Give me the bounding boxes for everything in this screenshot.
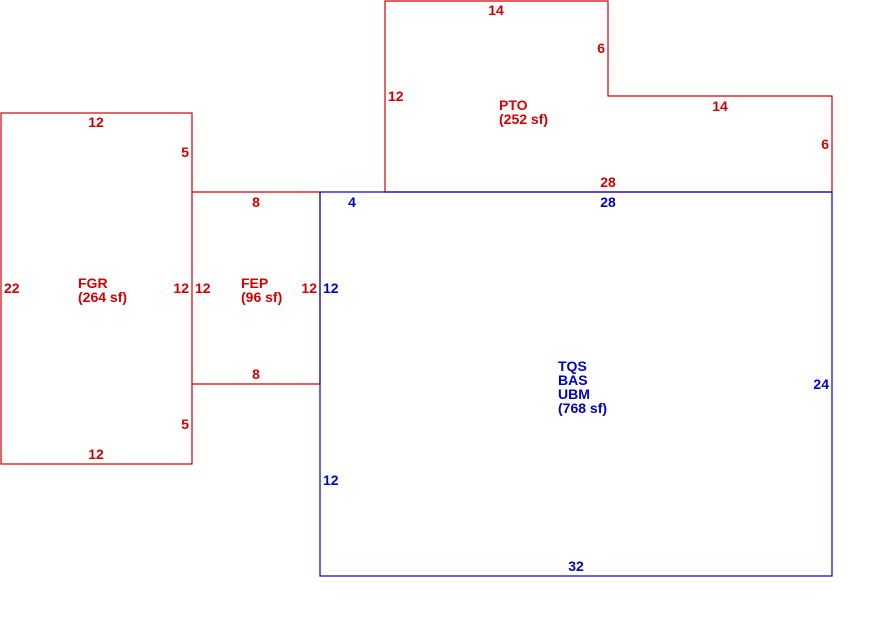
dim-fgr-right-mid: 12: [173, 280, 189, 296]
dim-main-right: 24: [813, 376, 829, 392]
fgr-outline: [0, 112, 193, 465]
fgr-code: FGR: [78, 275, 108, 291]
dim-fep-left: 12: [195, 280, 211, 296]
dim-pto-bottom: 28: [600, 174, 616, 190]
main-code-tqs: TQS: [558, 358, 587, 374]
main-outline: [319, 191, 833, 577]
dim-main-bottom: 32: [568, 558, 584, 574]
dim-main-top-left: 4: [348, 194, 356, 210]
dim-pto-step: 6: [597, 40, 605, 56]
dim-main-left-upper: 12: [323, 280, 339, 296]
dim-fep-bottom: 8: [252, 366, 260, 382]
pto-code: PTO: [499, 97, 528, 113]
dim-fgr-right-lower: 5: [181, 416, 189, 432]
dim-pto-ledge: 14: [712, 98, 728, 114]
dim-pto-right: 6: [821, 136, 829, 152]
pto-outline: [384, 0, 833, 193]
fgr-area: (264 sf): [78, 289, 127, 305]
dim-fgr-top: 12: [88, 114, 104, 130]
dim-fgr-left: 22: [4, 280, 20, 296]
fep-code: FEP: [241, 275, 268, 291]
pto-area: (252 sf): [499, 111, 548, 127]
dim-pto-top: 14: [488, 2, 504, 18]
dim-fep-top: 8: [252, 194, 260, 210]
fep-area: (96 sf): [241, 289, 282, 305]
dim-pto-left: 12: [388, 88, 404, 104]
dim-fgr-right-upper: 5: [181, 144, 189, 160]
dim-main-top: 28: [600, 194, 616, 210]
dim-main-left-lower: 12: [323, 472, 339, 488]
main-code-ubm: UBM: [558, 386, 590, 402]
dim-fep-right: 12: [301, 280, 317, 296]
main-code-bas: BAS: [558, 372, 588, 388]
main-area: (768 sf): [558, 400, 607, 416]
dim-fgr-bottom: 12: [88, 446, 104, 462]
